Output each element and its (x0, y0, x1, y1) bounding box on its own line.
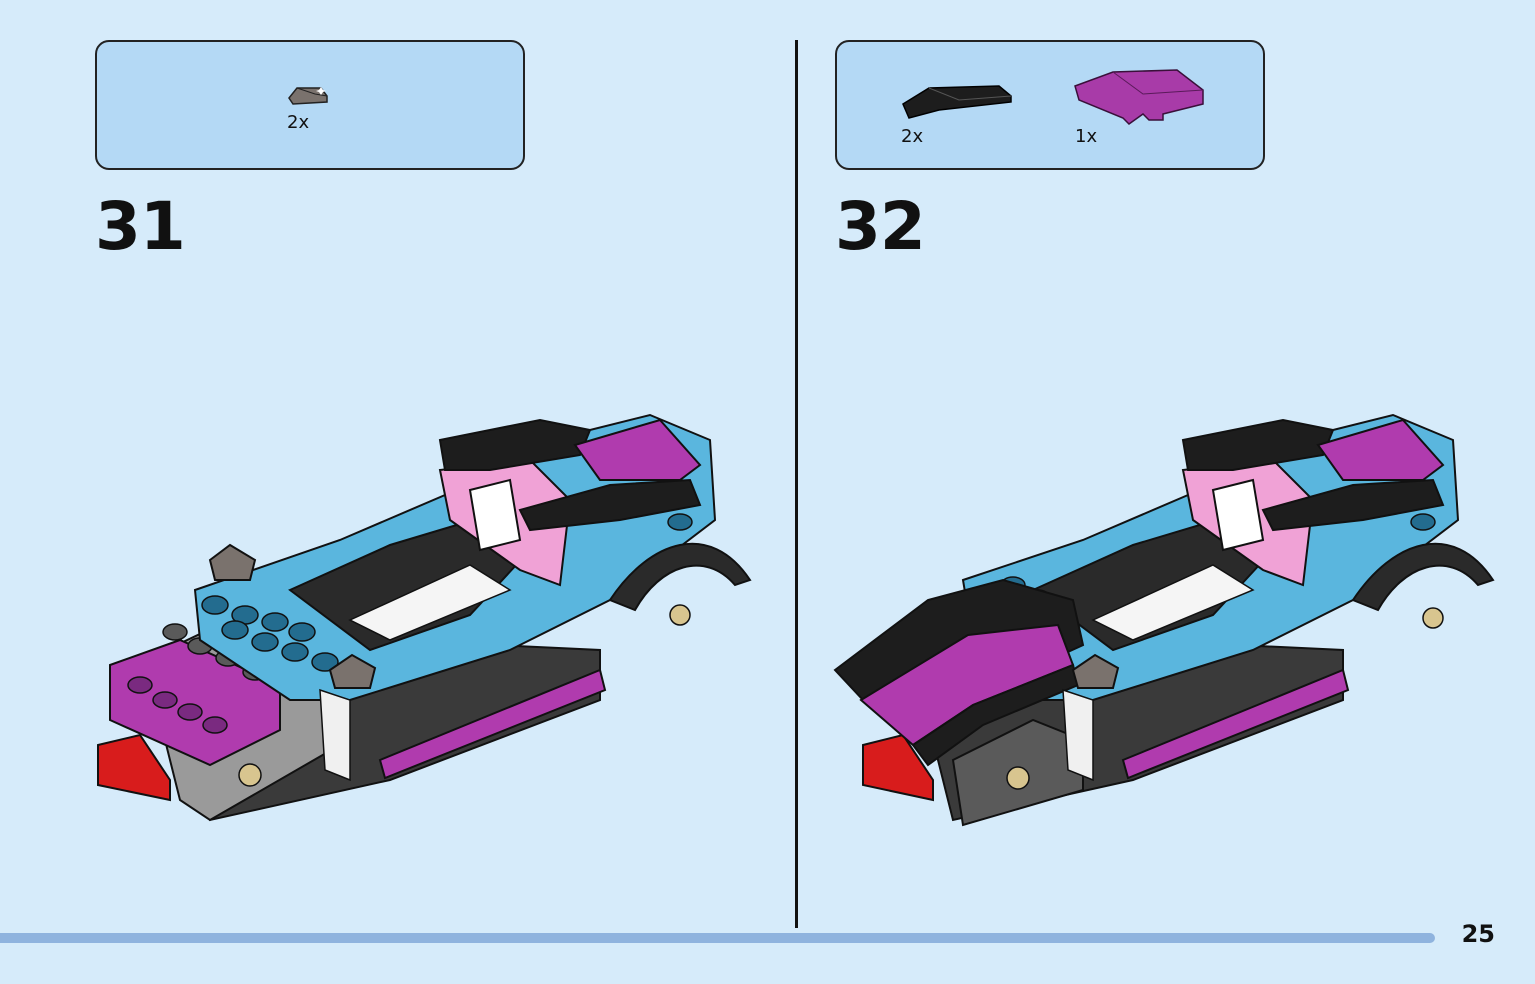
step-number: 32 (835, 188, 926, 265)
model-illustration-step-32 (833, 413, 1495, 827)
part-quantity: 1x (1075, 126, 1098, 147)
page-number: 25 (1461, 920, 1495, 948)
curved-slope-1x1-icon (288, 87, 328, 105)
parts-callout-step-31: 2x (95, 40, 525, 170)
step-32-panel: 2x 1x 32 (798, 0, 1535, 984)
parts-callout-step-32: 2x 1x (835, 40, 1265, 170)
part-quantity: 2x (901, 126, 924, 147)
step-31-panel: 2x 31 (95, 40, 752, 822)
part-quantity: 2x (287, 112, 310, 133)
panel-divider (795, 40, 798, 928)
curved-slope-2x4-icon (1074, 69, 1204, 125)
model-illustration-step-31 (97, 413, 752, 822)
progress-bar (0, 933, 1435, 943)
step-number: 31 (95, 188, 186, 265)
curved-slope-1x4-icon (902, 85, 1012, 119)
